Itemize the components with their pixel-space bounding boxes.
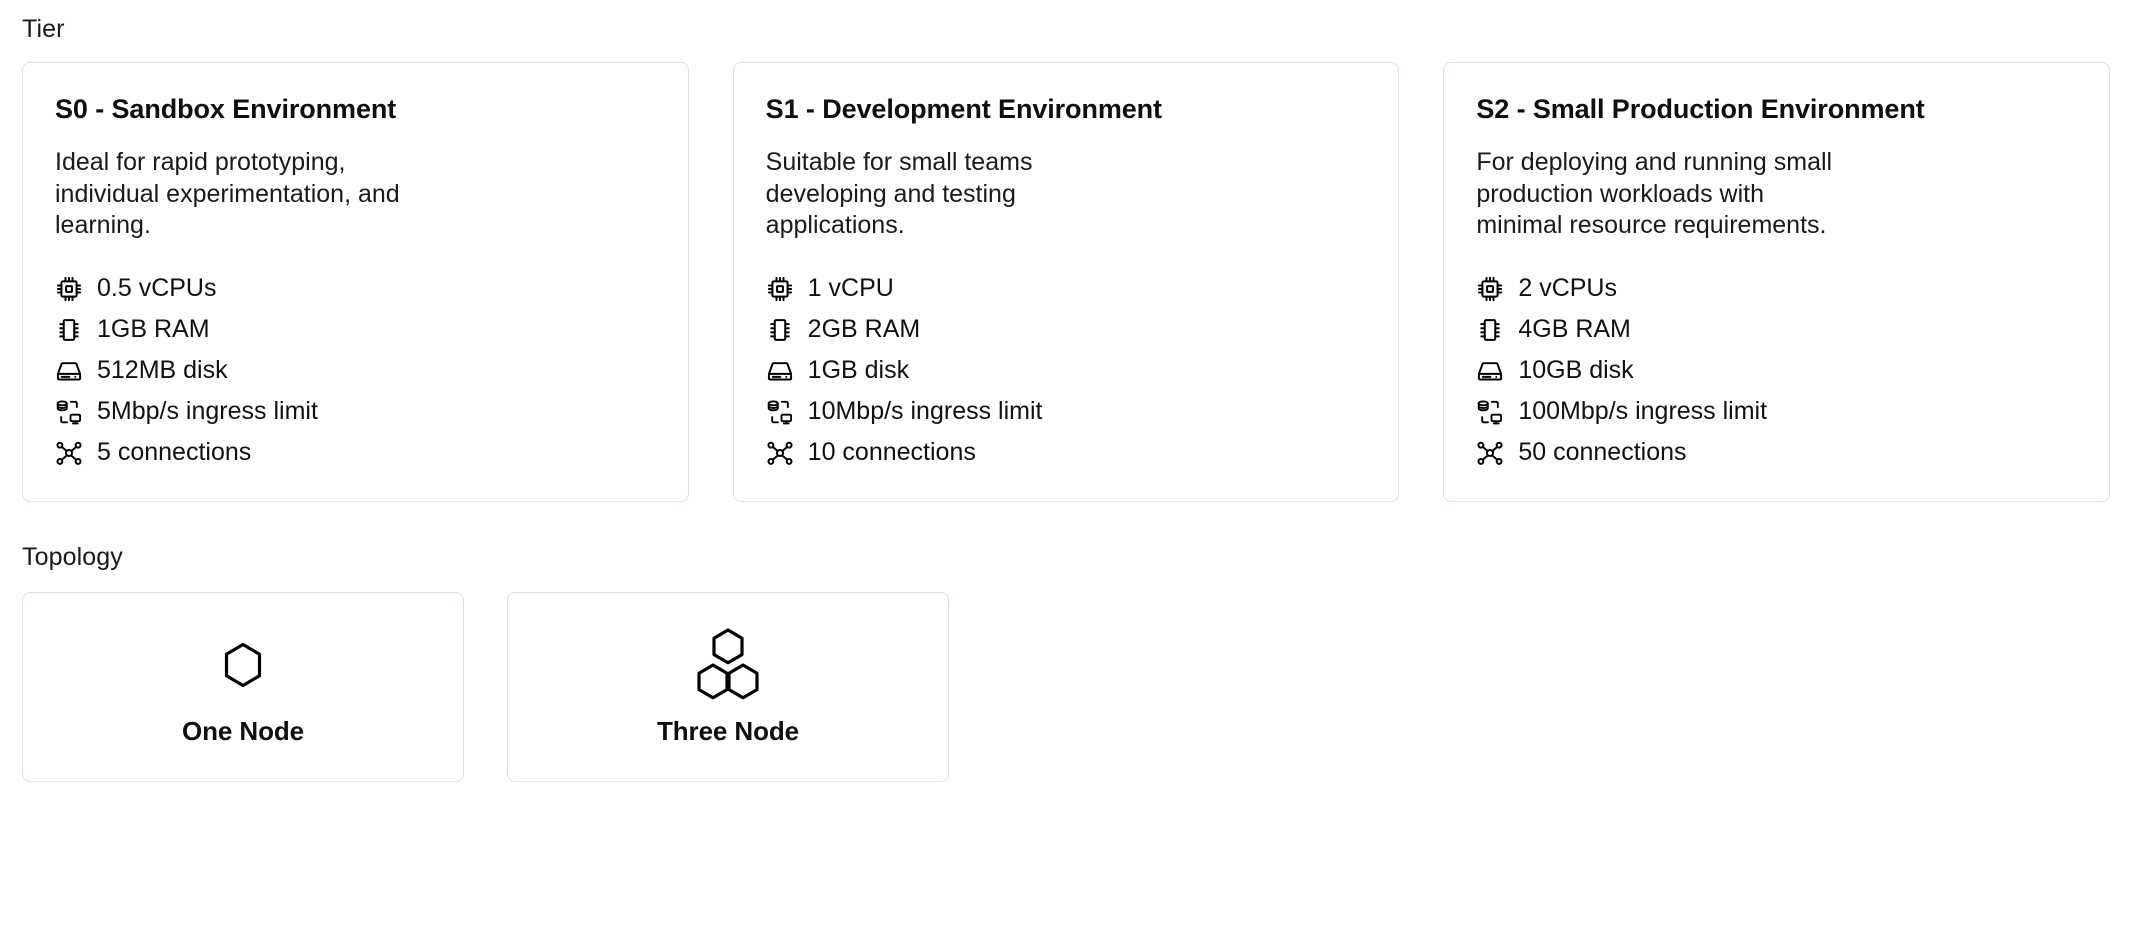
tier-spec-list: 2 vCPUs 4GB RAM: [1476, 242, 2077, 473]
tier-description: For deploying and running small producti…: [1476, 147, 1833, 240]
spec-row-disk: 512MB disk: [55, 350, 656, 391]
spec-row-network: 5Mbp/s ingress limit: [55, 391, 656, 432]
spec-row-memory: 1GB RAM: [55, 309, 656, 350]
spec-text: 10 connections: [807, 438, 976, 466]
memory-icon: [766, 316, 794, 344]
spec-row-cpu: 0.5 vCPUs: [55, 268, 656, 309]
topology-card-three-node[interactable]: Three Node: [507, 592, 949, 782]
cpu-icon: [55, 275, 83, 303]
network-ingress-icon: [766, 398, 794, 426]
spec-row-connections: 10 connections: [766, 432, 1367, 473]
memory-icon: [1476, 316, 1504, 344]
topology-section-label: Topology: [22, 543, 123, 571]
tier-description: Ideal for rapid prototyping, individual …: [55, 147, 400, 240]
spec-text: 1GB disk: [807, 356, 910, 384]
spec-text: 1 vCPU: [807, 274, 894, 302]
tier-spec-list: 0.5 vCPUs 1GB RAM: [55, 242, 656, 473]
disk-icon: [1476, 357, 1504, 385]
cpu-icon: [766, 275, 794, 303]
disk-icon: [55, 357, 83, 385]
tier-spec-list: 1 vCPU 2GB RAM: [766, 242, 1367, 473]
connections-icon: [55, 439, 83, 467]
connections-icon: [1476, 439, 1504, 467]
spec-row-network: 10Mbp/s ingress limit: [766, 391, 1367, 432]
single-hexagon-icon: [221, 626, 265, 704]
network-ingress-icon: [1476, 398, 1504, 426]
tier-section-label: Tier: [22, 15, 65, 43]
spec-row-connections: 50 connections: [1476, 432, 2077, 473]
spec-text: 5 connections: [97, 438, 252, 466]
spec-row-disk: 1GB disk: [766, 350, 1367, 391]
tier-title: S2 - Small Production Environment: [1476, 94, 1925, 124]
connections-icon: [766, 439, 794, 467]
tier-description: Suitable for small teams developing and …: [765, 147, 1033, 240]
spec-row-disk: 10GB disk: [1476, 350, 2077, 391]
spec-row-memory: 2GB RAM: [766, 309, 1367, 350]
network-ingress-icon: [55, 398, 83, 426]
spec-text: 512MB disk: [97, 356, 228, 384]
topology-card-list: One Node Three Node: [22, 592, 2110, 782]
memory-icon: [55, 316, 83, 344]
spec-text: 4GB RAM: [1518, 315, 1631, 343]
spec-row-network: 100Mbp/s ingress limit: [1476, 391, 2077, 432]
disk-icon: [766, 357, 794, 385]
spec-text: 1GB RAM: [97, 315, 210, 343]
tier-title: S1 - Development Environment: [765, 94, 1162, 124]
tier-card-list: S0 - Sandbox Environment Ideal for rapid…: [22, 62, 2111, 502]
topology-label: Three Node: [656, 715, 800, 746]
spec-text: 100Mbp/s ingress limit: [1518, 397, 1768, 425]
spec-row-memory: 4GB RAM: [1476, 309, 2077, 350]
tier-title: S0 - Sandbox Environment: [55, 94, 397, 124]
spec-text: 10GB disk: [1518, 356, 1634, 384]
spec-text: 2GB RAM: [807, 315, 921, 343]
spec-row-cpu: 2 vCPUs: [1476, 268, 2077, 309]
topology-card-one-node[interactable]: One Node: [22, 592, 464, 782]
spec-text: 0.5 vCPUs: [97, 274, 217, 302]
cpu-icon: [1476, 275, 1504, 303]
spec-text: 10Mbp/s ingress limit: [807, 397, 1043, 425]
spec-row-connections: 5 connections: [55, 432, 656, 473]
spec-text: 5Mbp/s ingress limit: [97, 397, 318, 425]
tier-card-s1[interactable]: S1 - Development Environment Suitable fo…: [732, 62, 1400, 502]
spec-text: 2 vCPUs: [1518, 274, 1617, 302]
topology-label: One Node: [182, 715, 304, 746]
spec-row-cpu: 1 vCPU: [766, 268, 1367, 309]
triple-hexagon-icon: [692, 626, 764, 704]
tier-card-s0[interactable]: S0 - Sandbox Environment Ideal for rapid…: [22, 62, 689, 502]
tier-card-s2[interactable]: S2 - Small Production Environment For de…: [1443, 62, 2111, 502]
spec-text: 50 connections: [1518, 438, 1687, 466]
tier-topology-selector: Tier S0 - Sandbox Environment Ideal for …: [22, 15, 2111, 782]
